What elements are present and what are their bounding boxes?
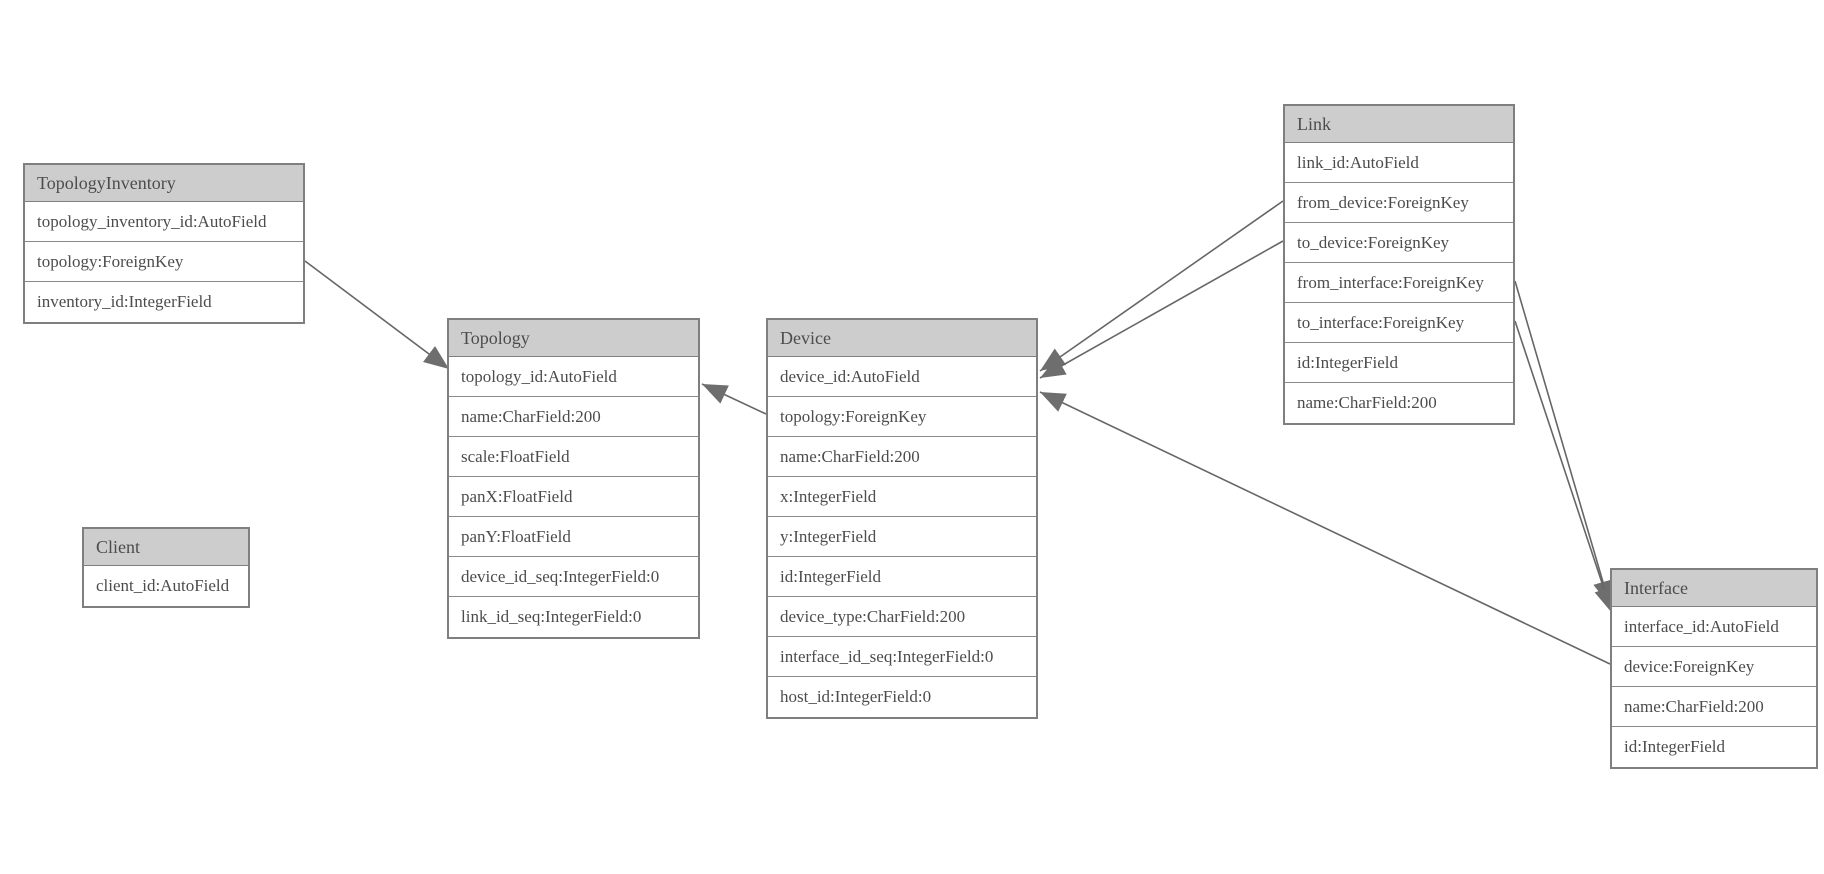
entity-field-row: to_device:ForeignKey — [1285, 223, 1513, 263]
entity-field-row: id:IntegerField — [1285, 343, 1513, 383]
entity-field-row: from_interface:ForeignKey — [1285, 263, 1513, 303]
entity-field-row: topology:ForeignKey — [768, 397, 1036, 437]
entity-field-row: device_id_seq:IntegerField:0 — [449, 557, 698, 597]
entity-field-row: x:IntegerField — [768, 477, 1036, 517]
entity-field-row: name:CharField:200 — [1612, 687, 1816, 727]
entity-field-row: interface_id:AutoField — [1612, 607, 1816, 647]
entity-field-row: interface_id_seq:IntegerField:0 — [768, 637, 1036, 677]
relation-line-interface-device — [1039, 391, 1611, 665]
entity-title-interface: Interface — [1612, 570, 1816, 607]
entity-field-row: to_interface:ForeignKey — [1285, 303, 1513, 343]
entity-field-row: name:CharField:200 — [768, 437, 1036, 477]
entity-field-row: topology_inventory_id:AutoField — [25, 202, 303, 242]
entity-title-client: Client — [84, 529, 248, 566]
entity-field-row: device:ForeignKey — [1612, 647, 1816, 687]
entity-field-row: topology:ForeignKey — [25, 242, 303, 282]
entity-field-row: panX:FloatField — [449, 477, 698, 517]
entity-title-device: Device — [768, 320, 1036, 357]
entity-field-row: scale:FloatField — [449, 437, 698, 477]
entity-field-row: panY:FloatField — [449, 517, 698, 557]
entity-field-row: y:IntegerField — [768, 517, 1036, 557]
relation-line-link-fromdevice-device — [1039, 200, 1284, 372]
entity-client: Client client_id:AutoField — [82, 527, 250, 608]
entity-field-row: id:IntegerField — [1624, 737, 1726, 756]
entity-field-row: device_type:CharField:200 — [768, 597, 1036, 637]
entity-field-row: client_id:AutoField — [96, 576, 230, 595]
relation-line-link-todevice-device — [1039, 240, 1284, 379]
entity-field-row: from_device:ForeignKey — [1285, 183, 1513, 223]
entity-field-row: topology_id:AutoField — [449, 357, 698, 397]
relation-line-link-frominterface-interface — [1514, 280, 1613, 607]
entity-field-row: name:CharField:200 — [449, 397, 698, 437]
relation-line-topologyinventory-topology — [304, 260, 450, 370]
entity-field-row: link_id:AutoField — [1285, 143, 1513, 183]
entity-field-row: host_id:IntegerField:0 — [780, 687, 932, 706]
entity-field-row: device_id:AutoField — [768, 357, 1036, 397]
entity-field-row: id:IntegerField — [768, 557, 1036, 597]
entity-title-topology: Topology — [449, 320, 698, 357]
entity-title-link: Link — [1285, 106, 1513, 143]
relation-line-device-topology — [701, 383, 767, 415]
entity-field-row: inventory_id:IntegerField — [37, 292, 212, 311]
entity-field-row: link_id_seq:IntegerField:0 — [461, 607, 642, 626]
entity-field-row: name:CharField:200 — [1297, 393, 1437, 412]
entity-title-topology-inventory: TopologyInventory — [25, 165, 303, 202]
relation-line-link-tointerface-interface — [1514, 320, 1614, 614]
